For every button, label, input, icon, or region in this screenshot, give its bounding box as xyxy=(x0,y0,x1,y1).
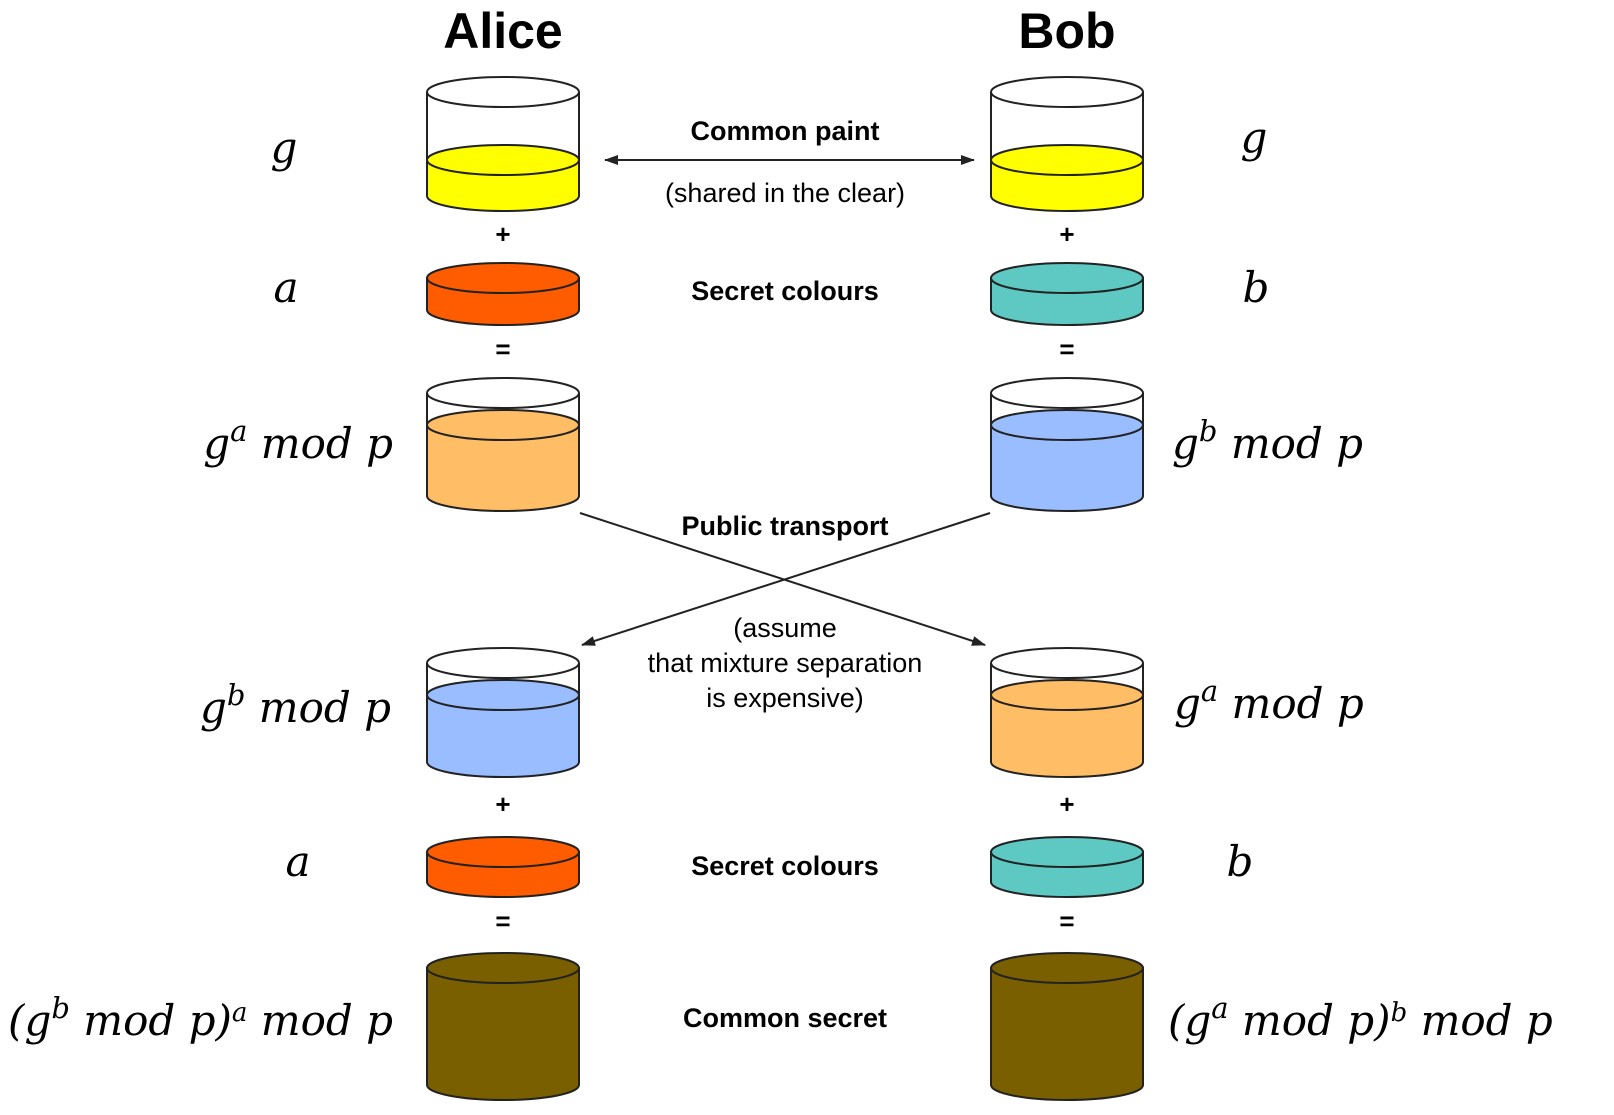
assume-label-line3: is expensive) xyxy=(706,683,864,713)
alice-common-paint-beaker xyxy=(426,76,580,212)
alice-plus-1: + xyxy=(495,219,510,249)
assume-label-line2: that mixture separation xyxy=(648,648,923,678)
alice-received-beaker xyxy=(426,647,580,778)
bob-plus-1: + xyxy=(1059,219,1074,249)
bob-ga-mod-p-label: ga mod p xyxy=(1174,674,1364,728)
alice-secret-formula: (gb mod p)a mod p xyxy=(8,991,393,1045)
bob-g-label: g xyxy=(1241,113,1268,162)
secret-colours-label-1: Secret colours xyxy=(691,276,879,306)
alice-to-bob-arrow xyxy=(579,512,986,646)
bob-secret-formula: (ga mod p)b mod p xyxy=(1168,991,1553,1045)
bob-received-beaker xyxy=(990,647,1144,778)
alice-ga-mod-p-label: ga mod p xyxy=(203,414,393,468)
alice-plus-2: + xyxy=(495,789,510,819)
bob-b-label: b xyxy=(1243,263,1270,312)
bob-secret-colour-disc-2 xyxy=(990,836,1144,898)
alice-g-label: g xyxy=(271,123,298,172)
bob-to-alice-arrow xyxy=(581,512,991,646)
bob-mixture-beaker xyxy=(990,377,1144,512)
bob-plus-2: + xyxy=(1059,789,1074,819)
bob-common-paint-beaker xyxy=(990,76,1144,212)
public-transport-label: Public transport xyxy=(681,511,888,541)
shared-in-clear-label: (shared in the clear) xyxy=(665,178,905,208)
alice-gb-mod-p-label: gb mod p xyxy=(200,678,391,732)
bob-equals-2: = xyxy=(1059,906,1074,936)
alice-common-secret-can xyxy=(426,952,580,1101)
common-secret-label: Common secret xyxy=(683,1003,887,1033)
alice-a-label: a xyxy=(273,263,298,312)
bob-b-label-2: b xyxy=(1227,837,1254,886)
paint-containers xyxy=(426,76,1144,1101)
alice-secret-colour-disc-2 xyxy=(426,836,580,898)
bob-header: Bob xyxy=(1018,3,1115,59)
alice-secret-colour-disc xyxy=(426,262,580,326)
alice-header: Alice xyxy=(443,3,563,59)
alice-equals-2: = xyxy=(495,906,510,936)
alice-a-label-2: a xyxy=(285,837,310,886)
bob-common-secret-can xyxy=(990,952,1144,1101)
secret-colours-label-2: Secret colours xyxy=(691,851,879,881)
bob-equals-1: = xyxy=(1059,334,1074,364)
assume-label-line1: (assume xyxy=(733,613,837,643)
bob-secret-colour-disc xyxy=(990,262,1144,326)
alice-mixture-beaker xyxy=(426,377,580,512)
bob-gb-mod-p-label: gb mod p xyxy=(1172,414,1363,468)
alice-equals-1: = xyxy=(495,334,510,364)
common-paint-label: Common paint xyxy=(691,116,880,146)
